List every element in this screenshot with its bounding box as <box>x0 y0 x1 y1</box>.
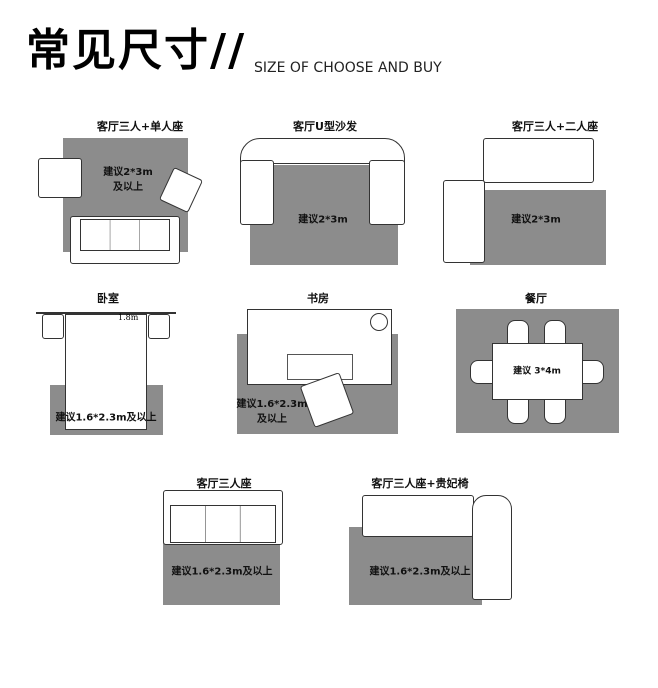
u-sofa-right <box>369 160 405 225</box>
rug <box>349 527 482 605</box>
panel-title: 客厅三人+单人座 <box>96 120 184 133</box>
bed-width: 1.8m <box>118 313 139 322</box>
panel-title: 客厅三人座 <box>196 477 252 490</box>
size-suggestion: 建议1.6*2.3m及以上 <box>369 566 471 578</box>
size-suggestion: 建议 3*4m <box>513 366 561 377</box>
header-subtitle: SIZE OF CHOOSE AND BUY <box>254 60 442 76</box>
lamp-icon <box>370 313 388 331</box>
nightstand <box>42 314 64 339</box>
dining-table <box>492 343 583 400</box>
sofa-cushions <box>170 505 276 543</box>
two-seat-sofa <box>443 180 485 263</box>
u-sofa-left <box>240 160 274 225</box>
panel-title: 客厅三人+二人座 <box>511 120 599 133</box>
size-suggestion: 建议1.6*2.3m及以上 <box>171 566 273 578</box>
size-suggestion: 建议1.6*2.3m及以上 <box>55 412 157 424</box>
three-seat-sofa <box>483 138 594 183</box>
panel-title: 客厅U型沙发 <box>293 120 357 133</box>
desk <box>247 309 392 385</box>
rug <box>470 190 606 265</box>
panel-title: 餐厅 <box>525 292 547 305</box>
sofa-cushions <box>80 219 170 251</box>
nightstand <box>148 314 170 339</box>
headboard <box>36 312 176 314</box>
size-suggestion: 建议2*3m <box>298 214 348 226</box>
panel-title: 客厅三人座+贵妃椅 <box>371 477 469 490</box>
three-seat-sofa <box>362 495 474 537</box>
chaise-lounge <box>472 495 512 600</box>
header-title: 常见尺寸// <box>26 25 247 76</box>
armchair <box>38 158 82 198</box>
panel-title: 书房 <box>307 292 329 305</box>
panel-title: 卧室 <box>97 292 119 305</box>
bed <box>65 314 147 430</box>
keyboard <box>287 354 353 380</box>
size-suggestion: 建议2*3m <box>511 214 561 226</box>
